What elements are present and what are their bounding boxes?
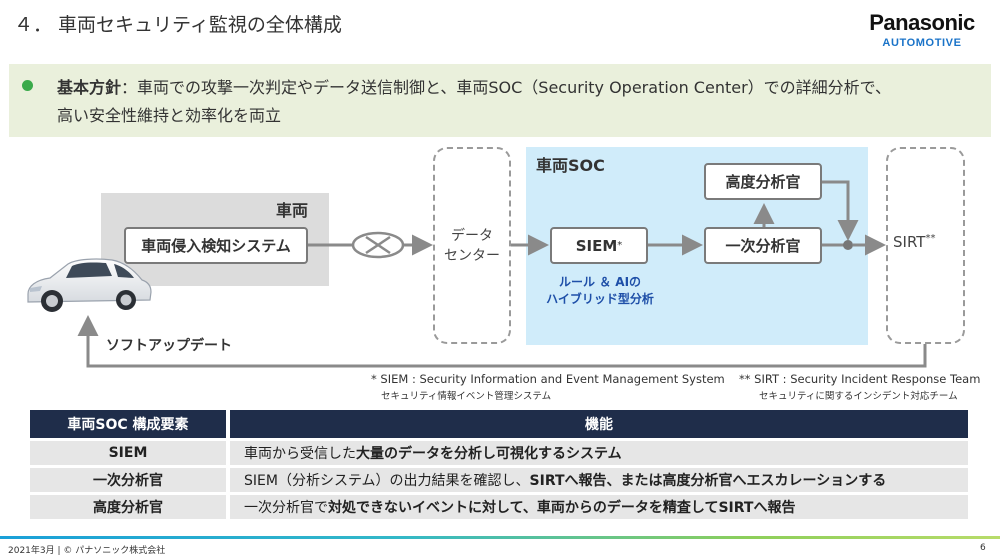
soc-label: 車両SOC: [536, 156, 605, 175]
policy-banner: [9, 64, 991, 137]
siem-caption-line1: ルール ＆ AIの: [558, 275, 642, 289]
primary-analyst-node: 一次分析官: [704, 227, 822, 264]
policy-label: 基本方針: [57, 78, 122, 97]
data-center-box: [433, 147, 511, 344]
advanced-to-junction-arrow: [822, 180, 859, 241]
function-text: 一次分析官で: [244, 500, 328, 516]
diagram-connectors: [77, 180, 927, 368]
ids-node: 車両侵入検知システム: [124, 227, 308, 264]
advanced-analyst-node: 高度分析官: [704, 163, 822, 200]
footer-copyright: 2021年3月 | © パナソニック株式会社: [8, 546, 166, 556]
software-update-arrow: [77, 315, 927, 368]
siem-footnote: * SIEM : Security Information and Event …: [371, 372, 725, 386]
table-cell-function: SIEM（分析システム）の出力結果を確認し、SIRTへ報告、または高度分析官へエ…: [226, 468, 968, 492]
table-header-function: 機能: [226, 410, 968, 438]
sirt-label-text: SIRT: [893, 233, 926, 251]
siem-node: SIEM*: [550, 227, 648, 264]
table-cell-name: 一次分析官: [30, 468, 226, 492]
function-text: 車両から受信した: [244, 446, 356, 462]
siem-footnote-mark: *: [617, 240, 623, 251]
function-text-strong: 大量のデータを分析し可視化するシステム: [356, 446, 622, 462]
siem-caption: ルール ＆ AIの ハイブリッド型分析: [545, 274, 655, 308]
advanced-analyst-label: 高度分析官: [725, 173, 801, 191]
sirt-footnote-ja: セキュリティに関するインシデント対応チーム: [759, 391, 958, 402]
siem-label: SIEM: [575, 236, 618, 255]
footer-bar: [0, 536, 1000, 539]
siem-footnote-ja: セキュリティ情報イベント管理システム: [381, 391, 552, 402]
table-cell-function: 車両から受信した大量のデータを分析し可視化するシステム: [226, 441, 968, 465]
table-header-row: 車両SOC 構成要素 機能: [30, 410, 968, 438]
function-text: SIEM（分析システム）の出力結果を確認し、: [244, 473, 530, 489]
page-title: ４． 車両セキュリティ監視の全体構成: [14, 14, 342, 36]
sirt-box: [886, 147, 965, 344]
data-center-label-line1: データ: [451, 228, 493, 244]
encryption-symbol-icon: [351, 231, 405, 259]
ids-label: 車両侵入検知システム: [141, 237, 291, 255]
soc-components-table: 車両SOC 構成要素 機能 SIEM 車両から受信した大量のデータを分析し可視化…: [30, 407, 968, 522]
function-text-strong: SIRTへ報告、または高度分析官へエスカレーションする: [529, 473, 887, 489]
table-cell-name: SIEM: [30, 441, 226, 465]
sirt-footnote: ** SIRT : Security Incident Response Tea…: [739, 372, 981, 386]
automotive-logo-subtitle: AUTOMOTIVE: [882, 37, 962, 49]
car-icon: [27, 258, 152, 312]
panasonic-logo: Panasonic: [869, 10, 975, 35]
sirt-label: SIRT**: [893, 233, 935, 251]
table-cell-name: 高度分析官: [30, 495, 226, 519]
function-text-strong: 対処できないイベントに対して、車両からのデータを精査してSIRTへ報告: [328, 500, 796, 516]
primary-analyst-label: 一次分析官: [725, 237, 801, 255]
bullet-icon: [22, 80, 33, 91]
page-number: 6: [980, 543, 986, 553]
table-row: SIEM 車両から受信した大量のデータを分析し可視化するシステム: [30, 441, 968, 465]
vehicle-label: 車両: [276, 201, 309, 220]
data-center-label: データ センター: [433, 226, 511, 266]
software-update-label: ソフトアップデート: [106, 338, 232, 354]
data-center-label-line2: センター: [444, 248, 500, 264]
table-row: 一次分析官 SIEM（分析システム）の出力結果を確認し、SIRTへ報告、または高…: [30, 468, 968, 492]
table-header-component: 車両SOC 構成要素: [30, 410, 226, 438]
junction-dot: [843, 240, 853, 250]
siem-caption-line2: ハイブリッド型分析: [546, 292, 654, 306]
policy-text-line2: 高い安全性維持と効率化を両立: [57, 106, 282, 125]
table-row: 高度分析官 一次分析官で対処できないイベントに対して、車両からのデータを精査して…: [30, 495, 968, 519]
table-cell-function: 一次分析官で対処できないイベントに対して、車両からのデータを精査してSIRTへ報…: [226, 495, 968, 519]
sirt-footnote-mark: **: [925, 233, 936, 244]
policy-text: 基本方針：車両での攻撃一次判定やデータ送信制御と、車両SOC（Security …: [57, 74, 982, 130]
policy-text-line1: ：車両での攻撃一次判定やデータ送信制御と、車両SOC（Security Oper…: [121, 78, 892, 97]
